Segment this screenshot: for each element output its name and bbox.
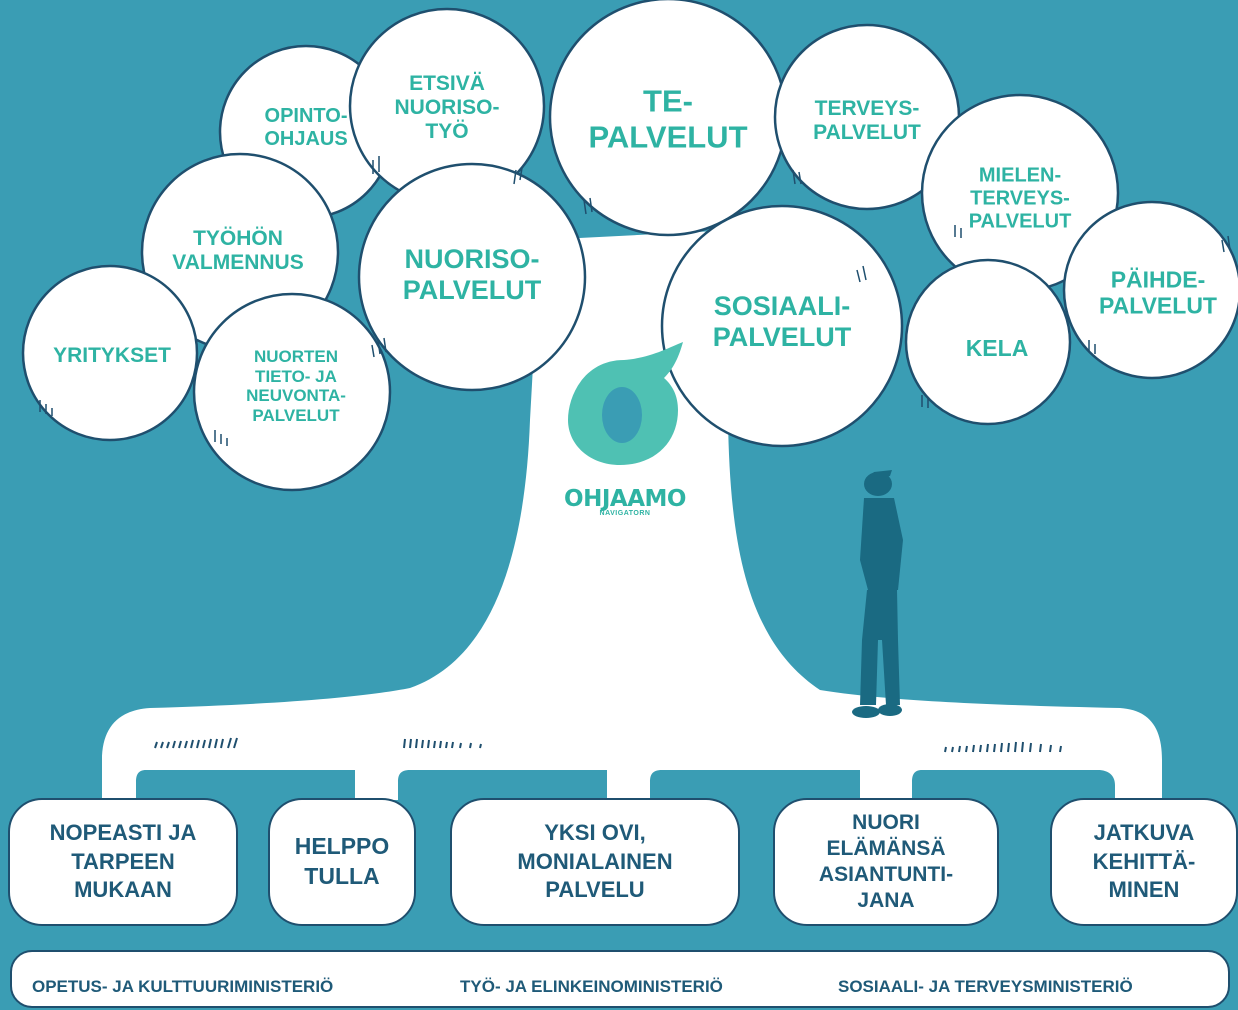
label-nuorisopalvelut: NUORISO- PALVELUT: [402, 243, 542, 305]
ministries-bar: [10, 950, 1230, 1008]
label-kela: KELA: [965, 334, 1029, 361]
ohjaamo-logo-icon: [568, 342, 683, 465]
label-opinto-ohjaus: OPINTO- OHJAUS: [264, 105, 348, 150]
principle-box-helppo: HELPPO TULLA: [268, 798, 416, 926]
cloud-kela: [904, 258, 1072, 426]
ministry-stm: SOSIAALI- JA TERVEYSMINISTERIÖ: [838, 977, 1133, 996]
cloud-sketch-lines: [39, 156, 1231, 446]
branch-hatch-marks: [154, 737, 1062, 753]
principle-box-jatkuva: JATKUVA KEHITTÄ- MINEN: [1050, 798, 1238, 926]
label-yritykset: YRITYKSET: [53, 343, 171, 367]
logo-name: OHJAAMO: [564, 486, 686, 512]
ministry-tem: TYÖ- JA ELINKEINOMINISTERIÖ: [460, 977, 723, 996]
logo-text: OHJAAMO NAVIGATORN: [564, 486, 686, 517]
principle-box-nopeasti: NOPEASTI JA TARPEEN MUKAAN: [8, 798, 238, 926]
label-etsiva-nuorisotyo: ETSIVÄ NUORISO- TYÖ: [394, 71, 500, 144]
cloud-yritykset: [21, 264, 199, 442]
person-figure: [852, 470, 903, 718]
principle-box-nuori: NUORI ELÄMÄNSÄ ASIANTUNTI- JANA: [773, 798, 999, 926]
label-terveyspalvelut: TERVEYS- PALVELUT: [813, 96, 921, 144]
label-mielenterveyspalvelut: MIELEN- TERVEYS- PALVELUT: [968, 164, 1072, 233]
label-sosiaalipalvelut: SOSIAALI- PALVELUT: [712, 290, 852, 352]
label-tyohon-valmennus: TYÖHÖN VALMENNUS: [172, 226, 304, 274]
cloud-nuoriso: [357, 162, 587, 392]
principle-box-yksi-ovi: YKSI OVI, MONIALAINEN PALVELU: [450, 798, 740, 926]
cloud-sosiaali: [660, 204, 904, 448]
ministry-okm: OPETUS- JA KULTTUURIMINISTERIÖ: [32, 977, 334, 996]
cloud-nuorten-tieto: [192, 292, 392, 492]
logo-subtitle: NAVIGATORN: [599, 510, 651, 517]
label-nuorten-tieto: NUORTEN TIETO- JA NEUVONTA- PALVELUT: [246, 346, 346, 425]
cloud-paihde: [1062, 200, 1238, 380]
tree-trunk: [102, 230, 1162, 800]
label-paihdepalvelut: PÄIHDE- PALVELUT: [1099, 266, 1217, 319]
label-te-palvelut: TE- PALVELUT: [588, 83, 748, 154]
